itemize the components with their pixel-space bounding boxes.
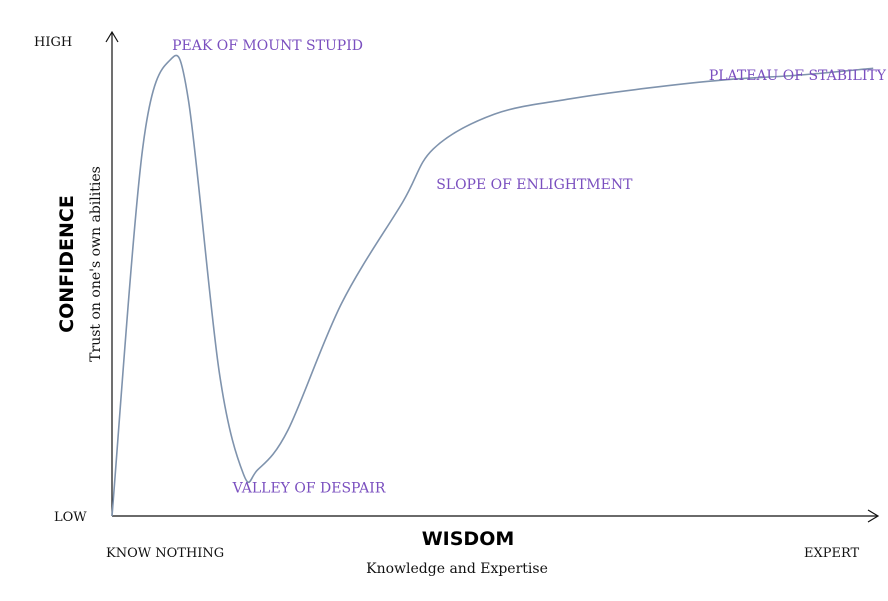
- x-tick-max: EXPERT: [804, 546, 860, 561]
- x-tick-min: KNOW NOTHING: [106, 546, 224, 561]
- y-axis-arrow: [105, 30, 119, 43]
- y-tick-high: HIGH: [34, 35, 72, 50]
- annotation-valley-of-despair: VALLEY OF DESPAIR: [232, 481, 386, 497]
- annotation-peak-of-mount-stupid: PEAK OF MOUNT STUPID: [172, 38, 363, 54]
- axes: [105, 30, 880, 523]
- y-axis-title: CONFIDENCE: [56, 195, 78, 333]
- y-axis-subtitle: Trust on one's own abilities: [88, 166, 104, 362]
- y-tick-low: LOW: [54, 510, 87, 525]
- x-axis-title: WISDOM: [422, 528, 515, 550]
- annotation-slope-of-enlightment: SLOPE OF ENLIGHTMENT: [436, 177, 633, 193]
- annotation-plateau-of-stability: PLATEAU OF STABILITY: [709, 68, 887, 84]
- confidence-curve: [111, 54, 874, 517]
- x-axis-subtitle: Knowledge and Expertise: [366, 561, 548, 577]
- x-axis-arrow: [867, 509, 880, 523]
- annotations: PEAK OF MOUNT STUPID VALLEY OF DESPAIR SLO…: [172, 38, 887, 497]
